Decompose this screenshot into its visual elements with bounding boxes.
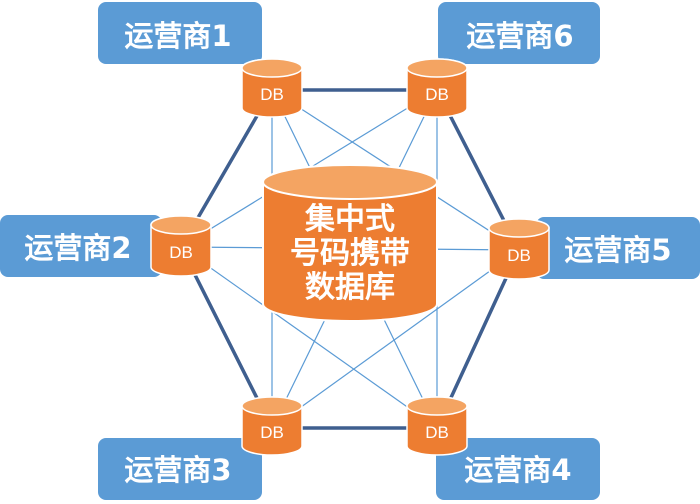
center-label-line-3: 数据库	[305, 270, 395, 305]
center-label-line-2: 号码携带	[290, 236, 410, 271]
operator-box-2-bg	[0, 215, 162, 277]
operator-box-6-bg	[438, 2, 600, 64]
operator-box-3: 运营商3	[98, 438, 262, 500]
operator-3-label: 运营商3	[124, 453, 231, 487]
db-cylinder-6: DB	[406, 58, 468, 118]
db-cylinder-4-top	[406, 396, 468, 416]
db-cylinder-2-top	[150, 215, 212, 235]
central-database-top	[262, 164, 438, 200]
operator-box-3-bg	[98, 438, 262, 500]
db-label-4: DB	[425, 423, 449, 442]
db-label-3: DB	[260, 423, 284, 442]
db-cylinder-5-top	[488, 218, 550, 238]
mesh-line	[271, 249, 520, 429]
db-cylinder-3-top	[241, 396, 303, 416]
operator-6-label: 运营商6	[466, 19, 573, 53]
db-cylinder-5: DB	[488, 218, 550, 280]
db-cylinder-4: DB	[406, 396, 468, 456]
db-cylinder-6-top	[406, 58, 468, 78]
db-label-2: DB	[169, 243, 193, 262]
db-cylinder-2: DB	[150, 215, 212, 277]
mesh-line	[180, 246, 438, 429]
db-cylinder-3: DB	[241, 396, 303, 456]
operator-box-5-bg	[536, 217, 700, 279]
operator-box-4-bg	[436, 438, 600, 500]
operator-2-label: 运营商2	[24, 231, 131, 265]
center-label-line-1: 集中式	[304, 202, 395, 237]
db-cylinder-1: DB	[241, 58, 303, 118]
operator-box-5: 运营商5	[536, 217, 700, 279]
operator-box-6: 运营商6	[438, 2, 600, 64]
operator-box-2: 运营商2	[0, 215, 162, 277]
operator-box-1: 运营商1	[98, 2, 262, 64]
operator-4-label: 运营商4	[464, 453, 571, 487]
operator-1-label: 运营商1	[124, 19, 231, 53]
operator-box-1-bg	[98, 2, 262, 64]
db-cylinder-1-top	[241, 58, 303, 78]
db-label-5: DB	[507, 246, 531, 265]
operator-5-label: 运营商5	[564, 233, 671, 267]
central-database: 集中式 号码携带 数据库	[262, 164, 438, 322]
db-label-6: DB	[425, 85, 449, 104]
db-label-1: DB	[260, 85, 284, 104]
operator-box-4: 运营商4	[436, 438, 600, 500]
